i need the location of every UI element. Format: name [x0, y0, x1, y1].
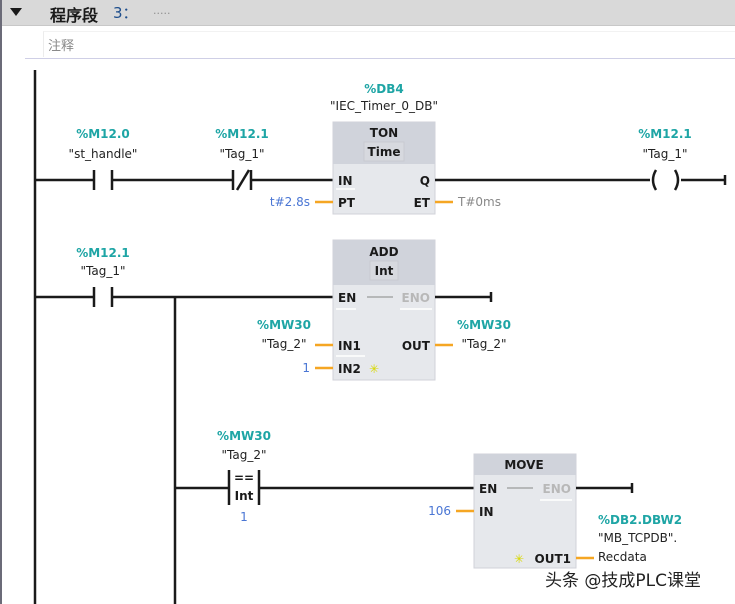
out1-tag-member[interactable]: Recdata	[598, 550, 647, 564]
contact-address: %M12.1	[215, 127, 269, 141]
move-in-value[interactable]: 106	[428, 504, 451, 518]
in1-tag-name[interactable]: "Tag_2"	[262, 337, 307, 351]
network-title: 程序段	[50, 6, 99, 25]
pin-in1: IN1	[338, 339, 361, 353]
rung-2: %M12.1 "Tag_1" ADD Int EN ENO IN1 OUT IN…	[35, 239, 511, 604]
in2-value[interactable]: 1	[302, 361, 310, 375]
ton-timer-box[interactable]: TON Time IN Q PT ET	[332, 121, 436, 215]
network-number: 3：	[113, 4, 138, 22]
box-type: Int	[375, 264, 394, 278]
network-comment-field[interactable]: 注释	[43, 31, 735, 57]
network-header[interactable]: 程序段 3： .....	[2, 0, 735, 26]
pin-eno: ENO	[402, 291, 430, 305]
rung-1: %M12.0 "st_handle" %M12.1 "Tag_1" %DB4 "…	[35, 82, 727, 215]
comment-placeholder: 注释	[48, 39, 75, 54]
contact-nc-tag-1[interactable]: %M12.1 "Tag_1"	[215, 127, 269, 191]
pin-in2: IN2	[338, 362, 361, 376]
box-title: TON	[370, 126, 398, 140]
type-selector[interactable]	[369, 260, 399, 281]
pt-value[interactable]: t#2.8s	[270, 195, 310, 209]
in1-address: %MW30	[257, 318, 311, 332]
compare-value[interactable]: 1	[240, 510, 248, 524]
watermark-text: 头条 @技成PLC课堂	[545, 571, 701, 591]
box-title: MOVE	[504, 458, 543, 472]
box-type: Time	[368, 145, 401, 159]
contact-address: %M12.0	[76, 127, 130, 141]
pin-out: OUT	[402, 339, 431, 353]
pin-q: Q	[420, 174, 430, 188]
out1-tag-name[interactable]: "MB_TCPDB".	[598, 531, 677, 545]
collapse-triangle-icon[interactable]	[10, 8, 22, 16]
compare-equal-contact[interactable]: %MW30 "Tag_2" == Int 1	[217, 429, 271, 524]
pin-en: EN	[479, 482, 497, 496]
add-output-icon[interactable]: ✳	[514, 552, 524, 566]
out-address: %MW30	[457, 318, 511, 332]
contact-tag-name: "Tag_1"	[220, 147, 265, 161]
out1-address: %DB2.DBW2	[598, 513, 682, 527]
contact-tag-name: "st_handle"	[69, 147, 138, 161]
contact-no-tag-1[interactable]: %M12.1 "Tag_1"	[76, 246, 130, 307]
out-tag-name[interactable]: "Tag_2"	[462, 337, 507, 351]
window-left-edge	[0, 0, 2, 604]
contact-no-st-handle[interactable]: %M12.0 "st_handle"	[69, 127, 138, 190]
network-title-field[interactable]: .....	[153, 4, 171, 17]
compare-address: %MW30	[217, 429, 271, 443]
pin-eno: ENO	[543, 482, 571, 496]
coil-tag-1[interactable]: %M12.1 "Tag_1"	[638, 127, 692, 191]
compare-operator: ==	[234, 471, 254, 485]
pin-in: IN	[338, 174, 353, 188]
type-selector[interactable]	[363, 141, 405, 162]
coil-address: %M12.1	[638, 127, 692, 141]
contact-address: %M12.1	[76, 246, 130, 260]
pin-en: EN	[338, 291, 356, 305]
compare-type[interactable]: Int	[235, 489, 254, 503]
compare-tag-name: "Tag_2"	[222, 448, 267, 462]
box-title: ADD	[369, 245, 398, 259]
pin-pt: PT	[338, 196, 356, 210]
rung-3: %MW30 "Tag_2" == Int 1 MOVE EN ENO IN ✳ …	[175, 429, 682, 569]
header-separator	[25, 58, 735, 59]
add-input-icon[interactable]: ✳	[369, 362, 379, 376]
et-value[interactable]: T#0ms	[457, 195, 501, 209]
pin-et: ET	[414, 196, 431, 210]
add-int-box[interactable]: ADD Int EN ENO IN1 OUT IN2 ✳	[332, 239, 436, 381]
pin-in: IN	[479, 505, 494, 519]
timer-instance-name[interactable]: "IEC_Timer_0_DB"	[330, 99, 438, 113]
contact-tag-name: "Tag_1"	[81, 264, 126, 278]
pin-out1: OUT1	[535, 552, 571, 566]
coil-tag-name: "Tag_1"	[643, 147, 688, 161]
move-box[interactable]: MOVE EN ENO IN ✳ OUT1	[473, 453, 577, 569]
timer-instance-address: %DB4	[364, 82, 403, 96]
